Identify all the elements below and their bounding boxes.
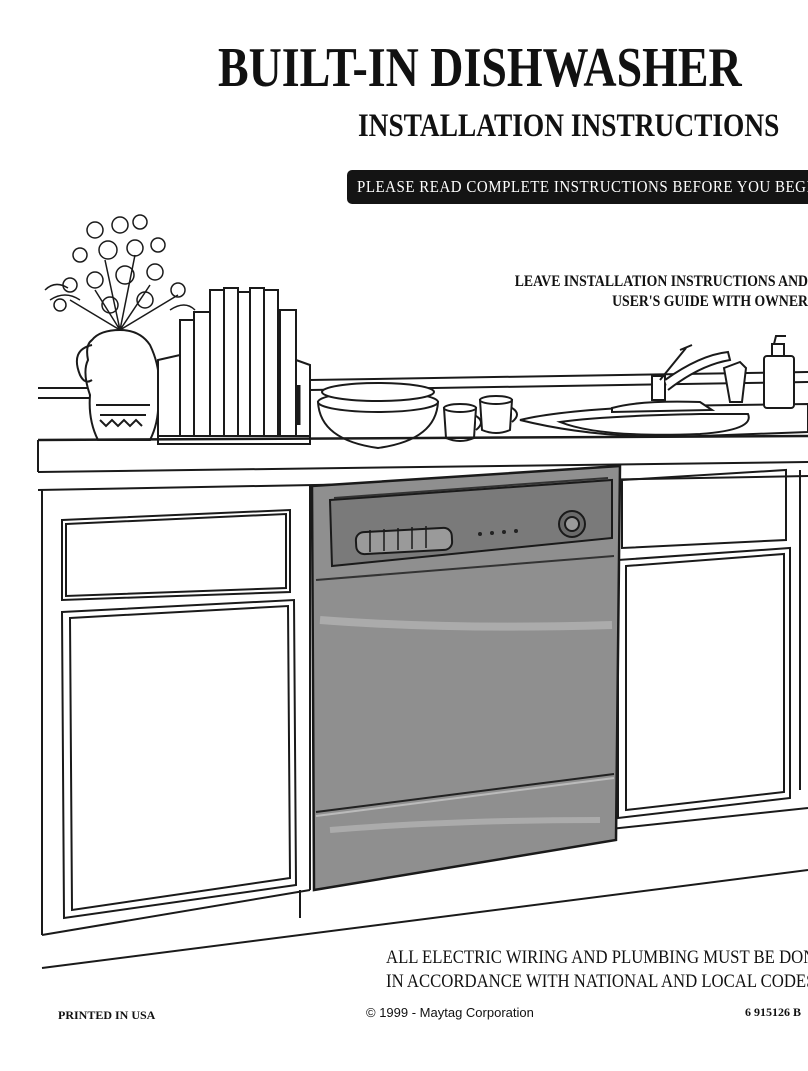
mixing-bowls-icon bbox=[316, 382, 440, 450]
banner-text: PLEASE READ COMPLETE INSTRUCTIONS BEFORE… bbox=[357, 177, 808, 196]
wiring-line-2: IN ACCORDANCE WITH NATIONAL AND LOCAL CO… bbox=[386, 971, 808, 992]
cookbooks-icon bbox=[157, 287, 311, 445]
sink-faucet-icon bbox=[519, 344, 808, 438]
wiring-code-notice: ALL ELECTRIC WIRING AND PLUMBING MUST BE… bbox=[386, 946, 808, 994]
cups-icon bbox=[442, 395, 518, 442]
wiring-line-1: ALL ELECTRIC WIRING AND PLUMBING MUST BE… bbox=[386, 947, 808, 968]
leave-instructions-note: LEAVE INSTALLATION INSTRUCTIONS AND USER… bbox=[515, 272, 808, 312]
document-subtitle: INSTALLATION INSTRUCTIONS bbox=[358, 108, 780, 144]
leave-note-line-2: USER'S GUIDE WITH OWNER bbox=[612, 293, 808, 310]
dishwasher-icon bbox=[310, 464, 622, 892]
read-instructions-banner: PLEASE READ COMPLETE INSTRUCTIONS BEFORE… bbox=[347, 170, 808, 204]
kitchen-dishwasher-illustration bbox=[37, 214, 808, 969]
leave-note-line-1: LEAVE INSTALLATION INSTRUCTIONS AND bbox=[514, 273, 808, 290]
copyright-notice: © 1999 - Maytag Corporation bbox=[366, 1005, 534, 1020]
left-cabinet bbox=[41, 486, 808, 969]
part-number: 6 915126 B bbox=[745, 1005, 802, 1019]
soap-bottle-icon bbox=[763, 335, 795, 409]
document-title: BUILT-IN DISHWASHER bbox=[218, 37, 742, 99]
flower-vase-icon bbox=[44, 214, 196, 441]
printed-in-usa: PRINTED IN USA bbox=[58, 1008, 156, 1022]
